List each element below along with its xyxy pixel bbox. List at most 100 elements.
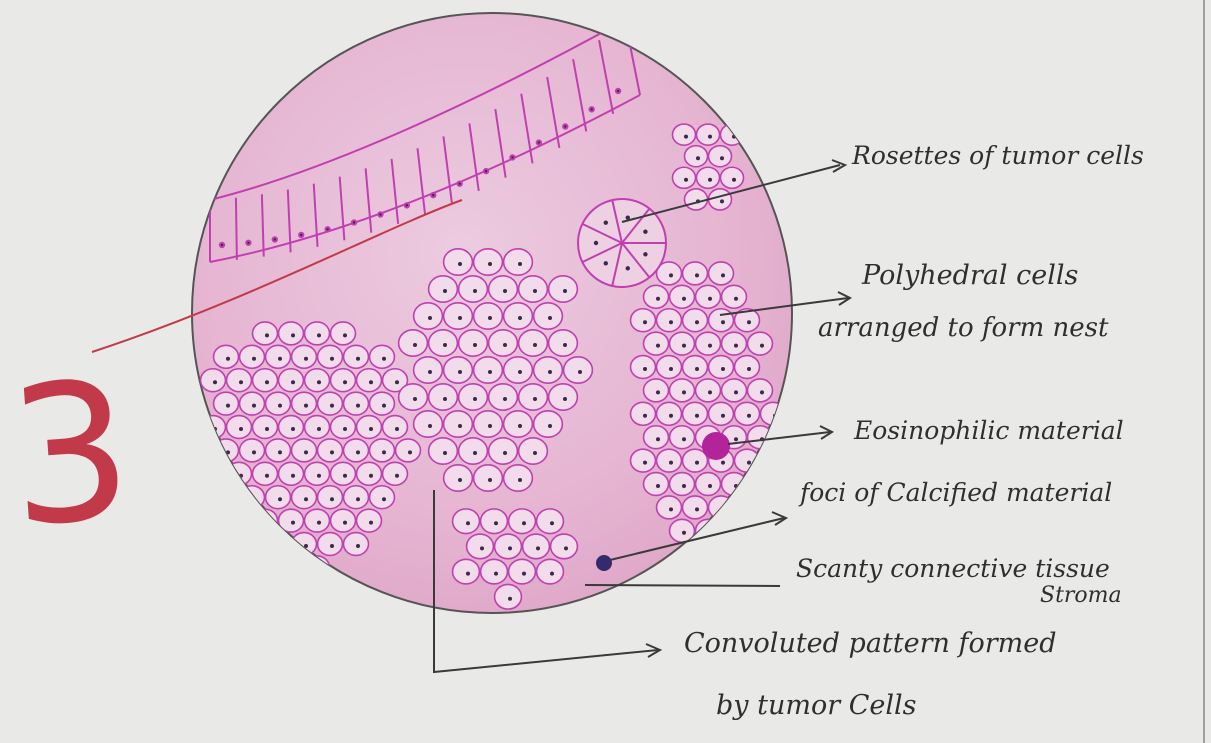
- tumor-cell-nucleus: [564, 546, 568, 550]
- tumor-cell: [748, 473, 773, 496]
- tumor-cell: [672, 167, 695, 188]
- tumor-cell-nucleus: [278, 544, 282, 548]
- tumor-cell-nucleus: [466, 572, 470, 576]
- tumor-cell-nucleus: [669, 320, 673, 324]
- tumor-cell-nucleus: [304, 404, 308, 408]
- tumor-cell: [357, 509, 382, 532]
- tumor-cell: [657, 496, 682, 519]
- rosette-nucleus: [604, 220, 608, 224]
- tumor-cell-nucleus: [278, 357, 282, 361]
- tumor-cell-nucleus: [369, 474, 373, 478]
- tumor-cell-nucleus: [304, 450, 308, 454]
- label-rosettes: Rosettes of tumor cells: [852, 143, 1144, 168]
- tumor-cell-nucleus: [494, 521, 498, 525]
- tumor-cell: [761, 402, 786, 425]
- tumor-cell-nucleus: [317, 521, 321, 525]
- tumor-cell-nucleus: [356, 497, 360, 501]
- tumor-cell-nucleus: [369, 380, 373, 384]
- tumor-cell-nucleus: [503, 343, 507, 347]
- tumor-cell: [519, 276, 548, 302]
- tumor-cell: [459, 276, 488, 302]
- tumor-cell: [214, 345, 239, 368]
- tumor-cell: [670, 332, 695, 355]
- tumor-cell-nucleus: [747, 414, 751, 418]
- tumor-cell-nucleus: [721, 461, 725, 465]
- tumor-cell-nucleus: [343, 521, 347, 525]
- tumor-cell: [684, 146, 707, 167]
- tumor-cell: [670, 473, 695, 496]
- label-eosinophilic: Eosinophilic material: [854, 418, 1124, 443]
- tumor-cell: [279, 322, 304, 345]
- tumor-cell: [414, 303, 443, 329]
- tumor-cell: [444, 303, 473, 329]
- epithelial-nucleus: [246, 241, 250, 245]
- tumor-cell-nucleus: [226, 404, 230, 408]
- tumor-cell-nucleus: [226, 497, 230, 501]
- tumor-cell: [399, 330, 428, 356]
- tumor-cell-nucleus: [695, 507, 699, 511]
- tumor-cell: [253, 462, 278, 485]
- tumor-cell-nucleus: [369, 521, 373, 525]
- tumor-cell: [722, 473, 747, 496]
- tumor-cell-nucleus: [720, 199, 724, 203]
- epithelial-nucleus: [299, 233, 303, 237]
- tumor-cell: [444, 465, 473, 491]
- tumor-cell-nucleus: [669, 414, 673, 418]
- tumor-cell-nucleus: [682, 390, 686, 394]
- pointer-stroma: [585, 585, 780, 586]
- tumor-cell: [735, 449, 760, 472]
- tumor-cell-nucleus: [708, 484, 712, 488]
- tumor-cell-nucleus: [533, 451, 537, 455]
- tumor-cell: [748, 332, 773, 355]
- tumor-cell: [696, 167, 719, 188]
- tumor-cell-nucleus: [317, 427, 321, 431]
- tumor-cell: [318, 533, 343, 556]
- tumor-cell-nucleus: [395, 474, 399, 478]
- tumor-cell-nucleus: [503, 289, 507, 293]
- tumor-cell: [444, 357, 473, 383]
- tumor-cell-nucleus: [330, 404, 334, 408]
- tumor-cell-nucleus: [369, 427, 373, 431]
- tumor-cell-nucleus: [473, 397, 477, 401]
- tumor-cell-nucleus: [395, 427, 399, 431]
- tumor-cell-nucleus: [563, 343, 567, 347]
- tumor-cell: [683, 496, 708, 519]
- tumor-cell-nucleus: [488, 370, 492, 374]
- tumor-cell: [720, 124, 743, 145]
- tumor-cell-nucleus: [488, 424, 492, 428]
- tumor-cell-nucleus: [252, 544, 256, 548]
- tumor-cell-nucleus: [522, 572, 526, 576]
- tumor-cell-nucleus: [443, 397, 447, 401]
- epithelial-nucleus: [563, 124, 567, 128]
- tumor-cell-nucleus: [695, 414, 699, 418]
- label-calcified: foci of Calcified material: [800, 480, 1112, 505]
- tumor-cell: [357, 462, 382, 485]
- tumor-cell-nucleus: [734, 297, 738, 301]
- tumor-cell-nucleus: [656, 390, 660, 394]
- label-polyhedral-1: Polyhedral cells: [862, 262, 1078, 289]
- tumor-cell: [504, 303, 533, 329]
- tumor-cell: [383, 416, 408, 439]
- tumor-cell: [227, 509, 252, 532]
- tumor-cell: [429, 384, 458, 410]
- tumor-cell: [279, 462, 304, 485]
- tumor-cell-nucleus: [760, 390, 764, 394]
- tumor-cell: [489, 276, 518, 302]
- rosette-nucleus: [643, 230, 647, 234]
- tumor-cell-nucleus: [458, 478, 462, 482]
- epithelial-nucleus: [537, 140, 541, 144]
- tumor-cell: [318, 486, 343, 509]
- tumor-cell: [709, 402, 734, 425]
- tumor-cell-nucleus: [563, 289, 567, 293]
- tumor-cell: [414, 357, 443, 383]
- tumor-cell: [344, 486, 369, 509]
- tumor-cell-nucleus: [695, 320, 699, 324]
- tumor-cell-nucleus: [643, 461, 647, 465]
- eosinophilic-spot: [702, 432, 730, 460]
- tumor-cell-nucleus: [732, 178, 736, 182]
- tumor-cell-nucleus: [734, 344, 738, 348]
- tumor-cell: [708, 146, 731, 167]
- tumor-cell-nucleus: [226, 357, 230, 361]
- rosette-of-tumor-cells: [578, 199, 666, 287]
- tumor-cell: [481, 559, 508, 584]
